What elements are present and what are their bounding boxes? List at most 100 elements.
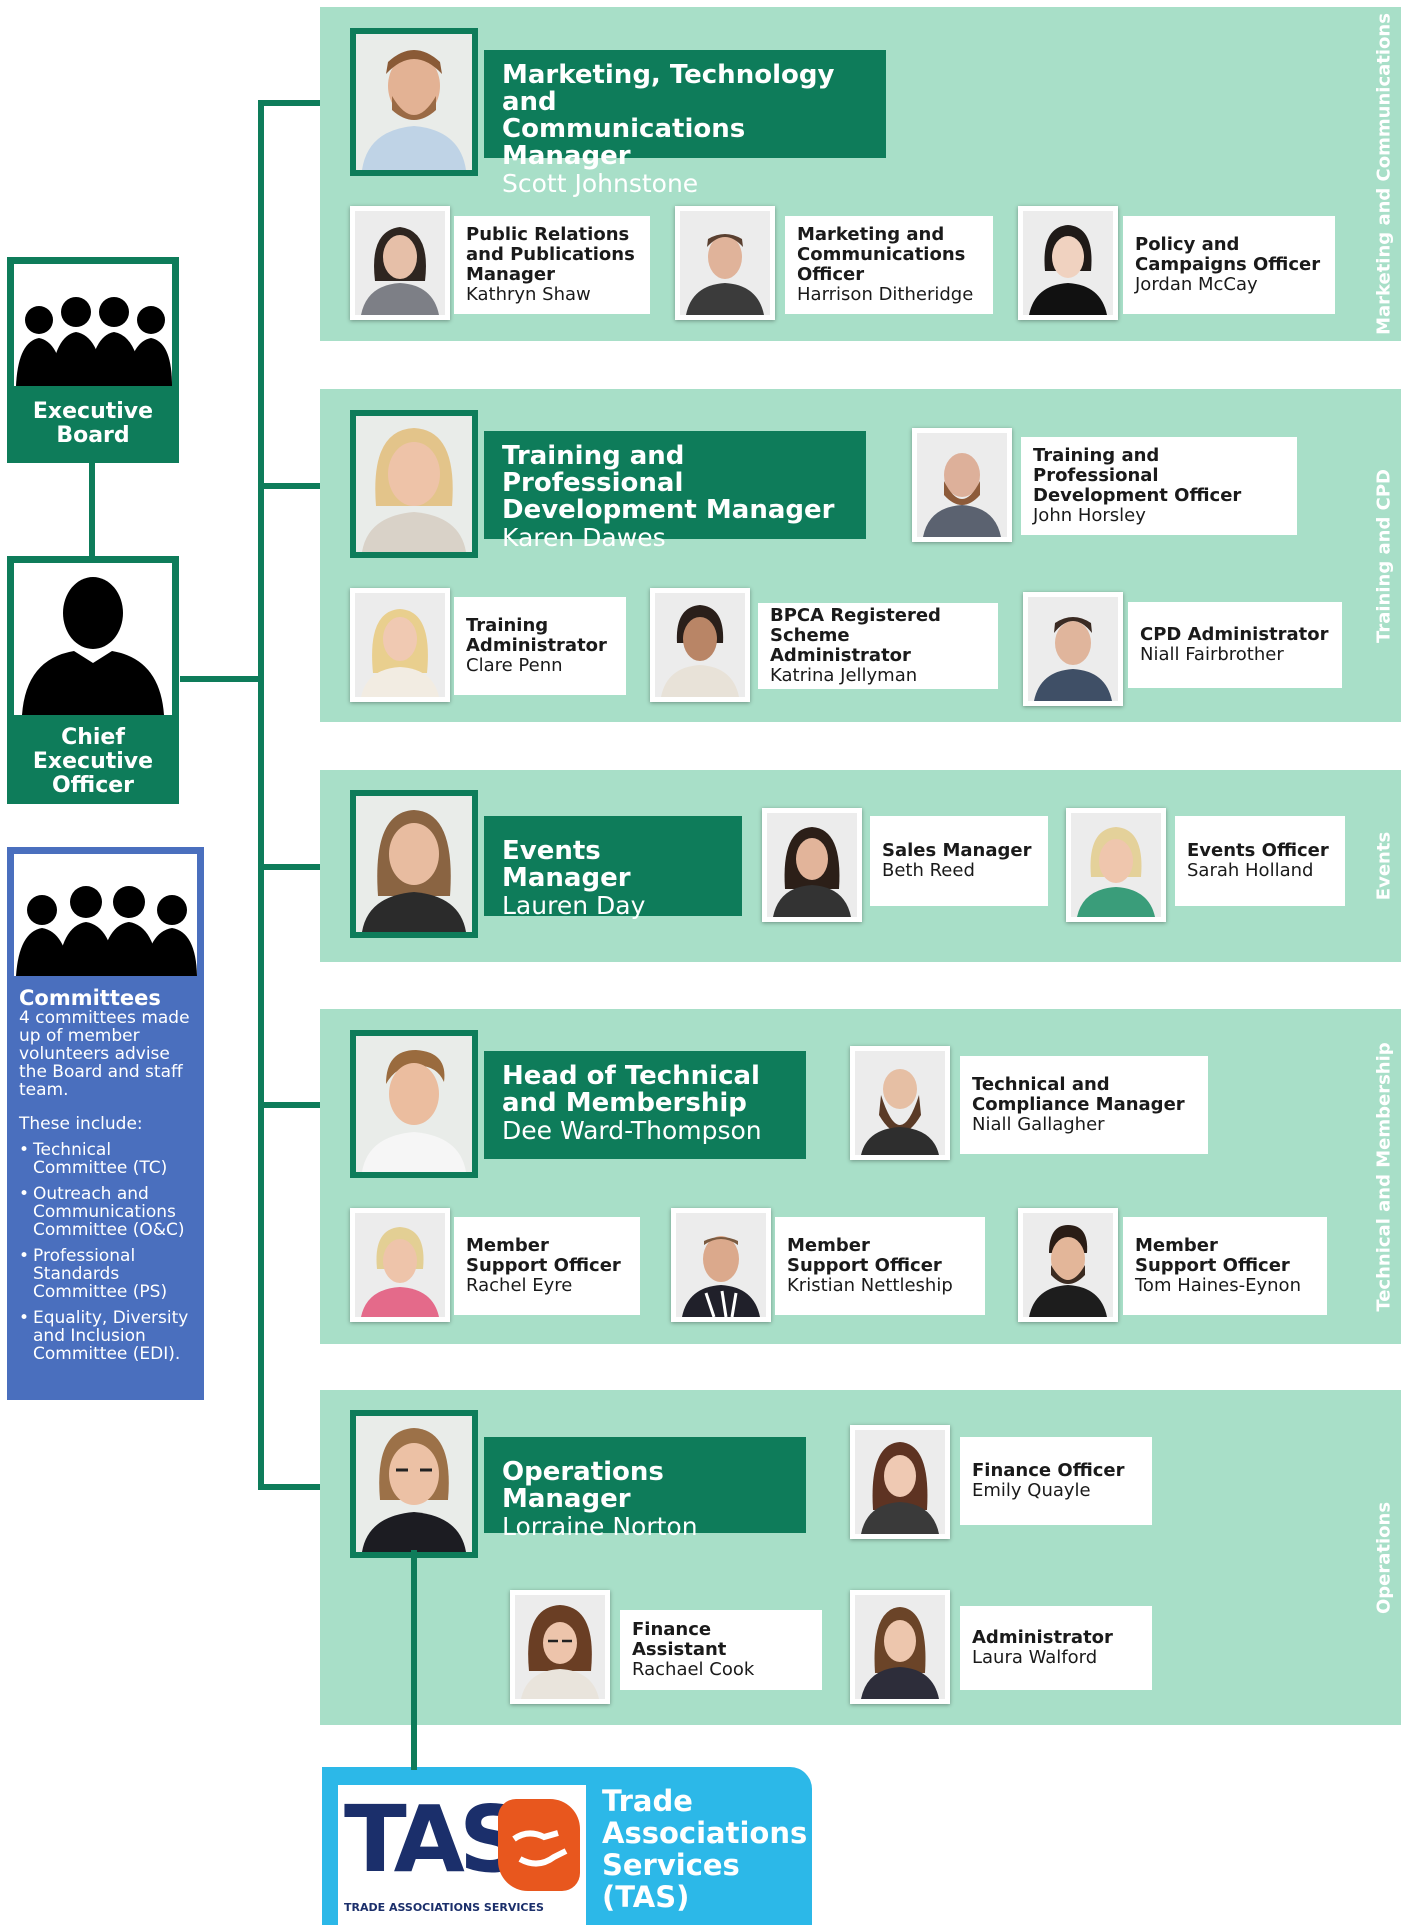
staff-name: Beth Reed [882,860,975,881]
group-silhouette-icon [14,264,172,386]
staff-name: Jordan McCay [1135,274,1258,295]
connector-branch-2 [258,483,356,489]
manager-title: Operations Manager [502,1457,664,1514]
staff-label: Finance Assistant Rachael Cook [620,1610,822,1690]
executive-board-label-line2: Board [56,423,130,448]
staff-photo [510,1590,610,1704]
manager-name: Lorraine Norton [502,1512,698,1541]
staff-photo [675,206,775,320]
staff-title: Member [1135,1235,1218,1256]
staff-label: Public Relations and Publications Manage… [454,216,650,314]
manager-title: Development Manager [502,495,835,525]
connector-tas [411,1550,417,1770]
staff-title: Support Officer [1135,1255,1290,1276]
manager-title: Marketing, Technology and [502,60,835,117]
ceo-label-line3: Officer [51,773,135,798]
staff-label: Training and Professional Development Of… [1021,437,1297,535]
section-side-label: Marketing and Communications [1373,13,1395,335]
manager-photo [350,410,478,558]
tas-title-line: Associations [602,1816,808,1850]
staff-photo [1018,206,1118,320]
staff-title: and Publications [466,244,635,265]
section-side-label: Training and CPD [1373,468,1395,643]
staff-label: Member Support Officer Tom Haines-Eynon [1123,1217,1327,1315]
committee-item: Technical Committee (TC) [19,1141,199,1177]
staff-photo [650,588,750,702]
committees-heading: Committees [19,986,161,1010]
staff-photo [350,588,450,702]
staff-title: Marketing and [797,224,945,245]
manager-title: and Membership [502,1088,747,1118]
staff-label: Technical and Compliance Manager Niall G… [960,1056,1208,1154]
manager-name: Dee Ward-Thompson [502,1116,762,1145]
committees-panel: Committees 4 committees made up of membe… [7,847,204,1400]
staff-title: CPD Administrator [1140,624,1329,645]
staff-name: Emily Quayle [972,1480,1091,1501]
tas-logo-subtitle: TRADE ASSOCIATIONS SERVICES [344,1901,544,1914]
manager-title: Training and Professional [502,441,685,498]
staff-label: Policy and Campaigns Officer Jordan McCa… [1123,216,1335,314]
staff-title: Technical and [972,1074,1110,1095]
tas-logo: TAS TRADE ASSOCIATIONS SERVICES [338,1785,586,1925]
connector-board-ceo [89,463,95,558]
staff-title: Finance Assistant [632,1619,727,1660]
manager-label: Marketing, Technology and Communications… [484,50,886,197]
manager-title: Communications Manager [502,114,746,171]
manager-label: Operations Manager Lorraine Norton [484,1437,806,1540]
staff-title: Officer [797,264,865,285]
staff-title: Sales Manager [882,840,1032,861]
staff-label: Member Support Officer Kristian Nettlesh… [775,1217,985,1315]
staff-photo [1018,1208,1118,1322]
committees-description: 4 committees made up of member volunteer… [19,1008,190,1100]
staff-title: Support Officer [466,1255,621,1276]
staff-title: Administrator [972,1627,1113,1648]
staff-title: Policy and [1135,234,1240,255]
staff-label: Finance Officer Emily Quayle [960,1437,1152,1525]
committees-text: Committees 4 committees made up of membe… [19,987,199,1371]
staff-title: Training [466,615,549,636]
staff-title: Member [466,1235,549,1256]
staff-name: Kristian Nettleship [787,1275,953,1296]
executive-board-label-line1: Executive [32,399,154,424]
ceo-label-line2: Executive [32,749,154,774]
staff-photo [1023,592,1123,706]
manager-label: Head of Technical and Membership Dee War… [484,1051,806,1159]
connector-branch-3 [258,864,356,870]
staff-photo [762,808,862,922]
tas-logo-hands-icon [498,1799,580,1891]
staff-title: Public Relations [466,224,630,245]
tas-title: Trade Associations Services (TAS) [602,1785,807,1913]
executive-board-label: Executive Board [7,400,179,448]
section-side-label: Operations [1373,1501,1395,1614]
staff-label: Training Administrator Clare Penn [454,597,626,695]
manager-label: Training and Professional Development Ma… [484,431,866,551]
staff-name: Katrina Jellyman [770,665,918,686]
person-silhouette-icon [14,563,172,715]
staff-photo [850,1425,950,1539]
committee-item: Equality, Diversity and Inclusion Commit… [19,1309,199,1363]
group-silhouette-icon [14,854,197,976]
staff-label: Events Officer Sarah Holland [1175,816,1345,906]
staff-title: Events Officer [1187,840,1329,861]
staff-photo [350,206,450,320]
staff-name: Rachel Eyre [466,1275,573,1296]
committees-list: Technical Committee (TC) Outreach and Co… [19,1141,199,1363]
staff-title: Member [787,1235,870,1256]
staff-title: BPCA Registered [770,605,941,626]
manager-name: Karen Dawes [502,523,666,552]
manager-title: Events Manager [502,836,631,893]
staff-name: Harrison Ditheridge [797,284,974,305]
ceo-label-line1: Chief [61,725,125,750]
connector-ceo [180,676,264,682]
tas-title-line: Trade [602,1784,693,1818]
staff-name: Niall Fairbrother [1140,644,1284,665]
staff-name: Tom Haines-Eynon [1135,1275,1301,1296]
staff-title: Scheme Administrator [770,625,911,666]
staff-label: Member Support Officer Rachel Eyre [454,1217,640,1315]
tas-title-line: (TAS) [602,1880,690,1914]
manager-photo [350,28,478,176]
staff-title: Training and Professional [1033,445,1160,486]
connector-branch-5 [258,1484,356,1490]
manager-name: Lauren Day [502,891,646,920]
committees-these-include: These include: [19,1114,143,1134]
